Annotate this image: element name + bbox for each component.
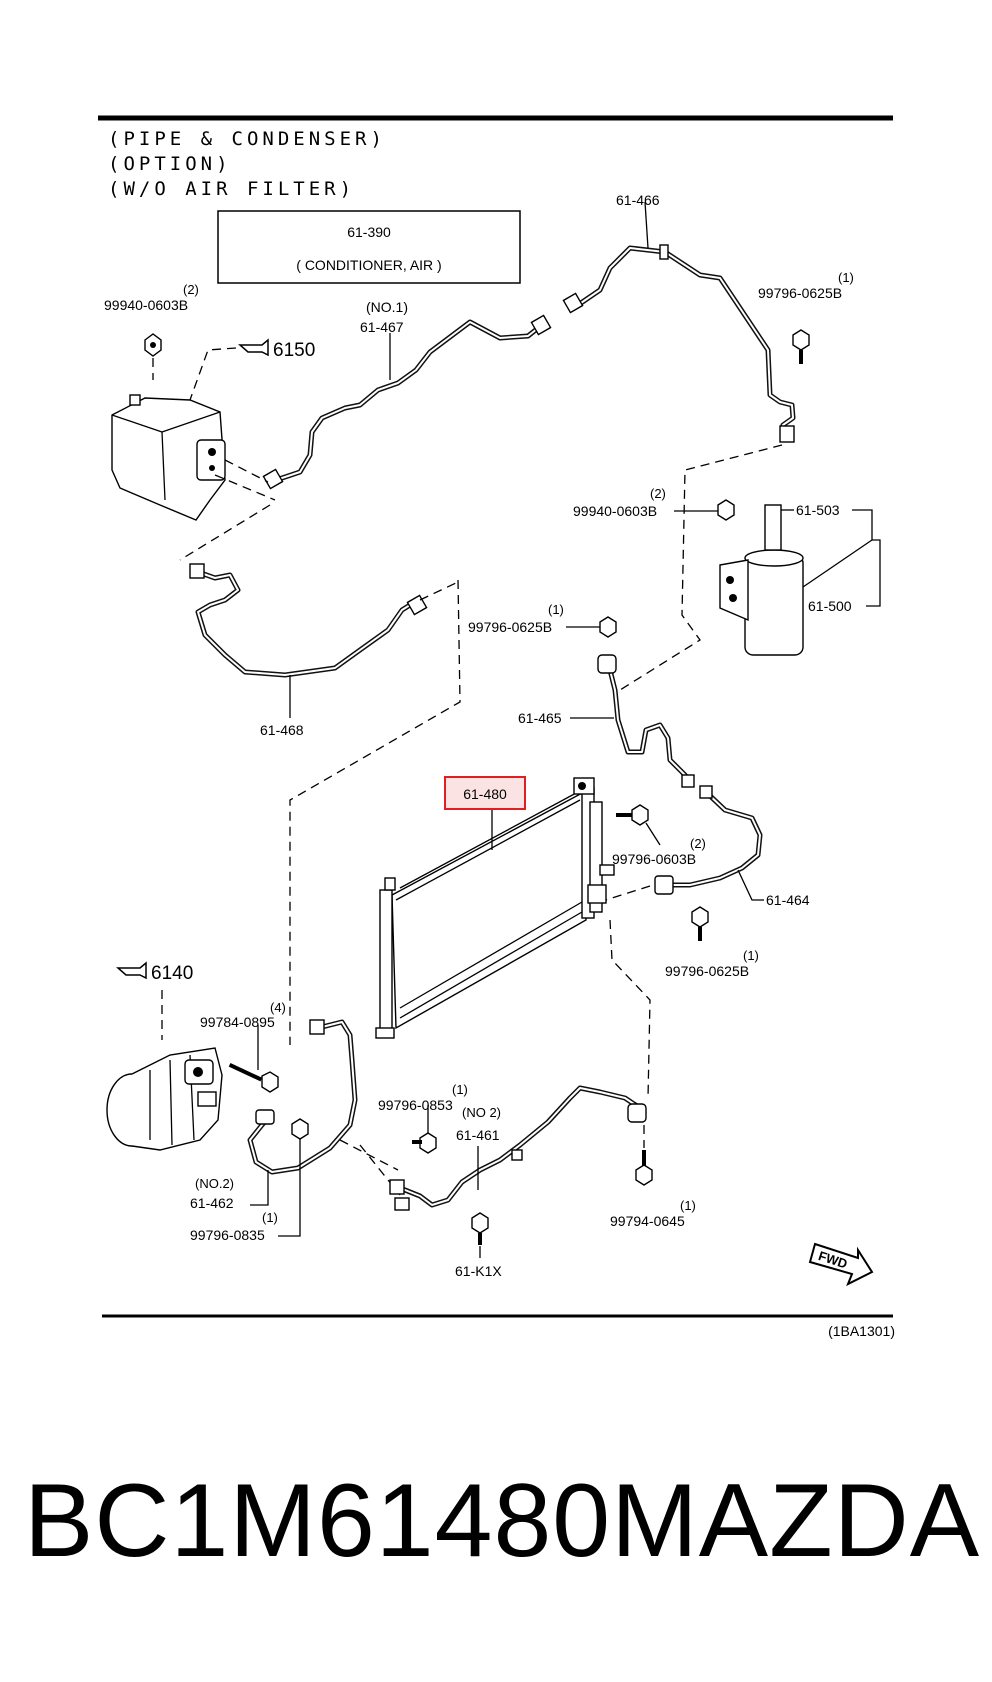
condenser-61-480: [375, 777, 615, 1039]
bolt-99796-0625b-low: [691, 906, 709, 941]
qty-99784-0895: (4): [270, 1000, 286, 1015]
conditioner-name: ( CONDITIONER, AIR ): [296, 257, 441, 273]
label-61-467-no: (NO.1): [366, 299, 408, 315]
conditioner-box: [217, 210, 521, 284]
header-line3: (W/O AIR FILTER): [108, 178, 355, 200]
label-99784-0895: 99784-0895: [200, 1014, 275, 1030]
qty-99796-0853: (1): [452, 1082, 468, 1097]
label-99796-0603b: 99796-0603B: [612, 851, 696, 867]
pipe-61-466: [562, 244, 796, 443]
label-61-468: 61-468: [260, 722, 304, 738]
label-99940-0603b-left: 99940-0603B: [104, 297, 188, 313]
bolt-99784-0895: [228, 1063, 279, 1093]
dash-6150: [189, 347, 237, 401]
dash-468-compressor: [289, 579, 461, 1045]
label-61-503: 61-503: [796, 502, 840, 518]
qty-99794-0645: (1): [680, 1198, 696, 1213]
brand-name: MAZDA: [611, 1462, 981, 1579]
label-61-500: 61-500: [808, 598, 852, 614]
bolt-99796-0853: [412, 1132, 437, 1154]
pipe-61-461: [389, 1085, 647, 1211]
label-99794-0645: 99794-0645: [610, 1213, 685, 1229]
bolt-99940-0603b-left: [144, 333, 162, 357]
pipe-61-465: [597, 654, 695, 788]
ref-6140: 6140: [151, 963, 193, 984]
bolt-99796-0603b: [616, 804, 649, 826]
qty-99940-right: (2): [650, 486, 666, 501]
label-61-462: 61-462: [190, 1195, 234, 1211]
bolt-99940-0603b-right: [717, 499, 735, 521]
highlight-61-480: [444, 776, 526, 810]
label-61-462-no: (NO.2): [195, 1176, 234, 1191]
dash-466-receiver: [619, 444, 783, 691]
pipe-61-462: [247, 1019, 358, 1175]
pointer-hand-icon-6150: [238, 338, 269, 357]
header-line1: (PIPE & CONDENSER): [108, 128, 386, 150]
pipe-61-467: [262, 314, 552, 490]
pointer-hand-icon-6140: [116, 961, 147, 980]
label-99796-0835: 99796-0835: [190, 1227, 265, 1243]
pipe-61-468: [189, 563, 428, 678]
dash-evap-467: [224, 459, 269, 483]
diagram-code: (1BA1301): [828, 1323, 895, 1339]
leader-61-462: [250, 1170, 269, 1206]
bolt-99794-0645: [635, 1150, 653, 1186]
leader-61-500: [802, 539, 873, 588]
label-61-466: 61-466: [616, 192, 660, 208]
qty-99796-top: (1): [838, 270, 854, 285]
bolt-99796-0625b-mid: [599, 616, 617, 638]
leader-99796-0603b: [645, 822, 661, 846]
forward-arrow-icon: [808, 1242, 874, 1287]
label-61-465: 61-465: [518, 710, 562, 726]
label-99796-0625b-mid: 99796-0625B: [468, 619, 552, 635]
bolt-99796-0625b-top: [792, 329, 810, 364]
leader-99796-0835: [278, 1139, 301, 1237]
conditioner-code: 61-390: [347, 224, 391, 240]
label-61-k1x: 61-K1X: [455, 1263, 502, 1279]
header-line2: (OPTION): [108, 153, 232, 175]
compressor: [106, 1047, 223, 1151]
label-61-461: 61-461: [456, 1127, 500, 1143]
part-number: BC1M61480: [24, 1462, 612, 1579]
ref-6150: 6150: [273, 340, 315, 361]
qty-99796-low: (1): [743, 948, 759, 963]
dash-compressor-461: [339, 1139, 399, 1171]
leader-61-466: [644, 201, 649, 249]
bolt-61-k1x: [471, 1212, 489, 1245]
qty-99940-left: (2): [183, 282, 199, 297]
evaporator-unit: [111, 394, 226, 521]
dash-evap-468b: [179, 504, 271, 561]
dash-condenser-461: [609, 919, 651, 1099]
pipe-61-464: [654, 785, 763, 895]
bolt-99796-0835: [291, 1118, 309, 1140]
dash-evap-468: [214, 474, 276, 501]
label-99796-0853: 99796-0853: [378, 1097, 453, 1113]
qty-99796-mid: (1): [548, 602, 564, 617]
dash-468-right: [419, 581, 459, 601]
qty-99796-0835: (1): [262, 1210, 278, 1225]
label-99796-0625b-top: 99796-0625B: [758, 285, 842, 301]
product-caption: BC1M61480 MAZDA: [0, 1456, 992, 1586]
label-99796-0625b-low: 99796-0625B: [665, 963, 749, 979]
leader-61-464: [737, 869, 764, 901]
label-61-480: 61-480: [463, 786, 507, 802]
label-61-467: 61-467: [360, 319, 404, 335]
label-61-464: 61-464: [766, 892, 810, 908]
label-61-461-no: (NO 2): [462, 1105, 501, 1120]
bracket-61-500: [852, 509, 881, 607]
receiver-drier-61-500: [719, 504, 804, 656]
label-99940-0603b-right: 99940-0603B: [573, 503, 657, 519]
qty-99796-0603b: (2): [690, 836, 706, 851]
